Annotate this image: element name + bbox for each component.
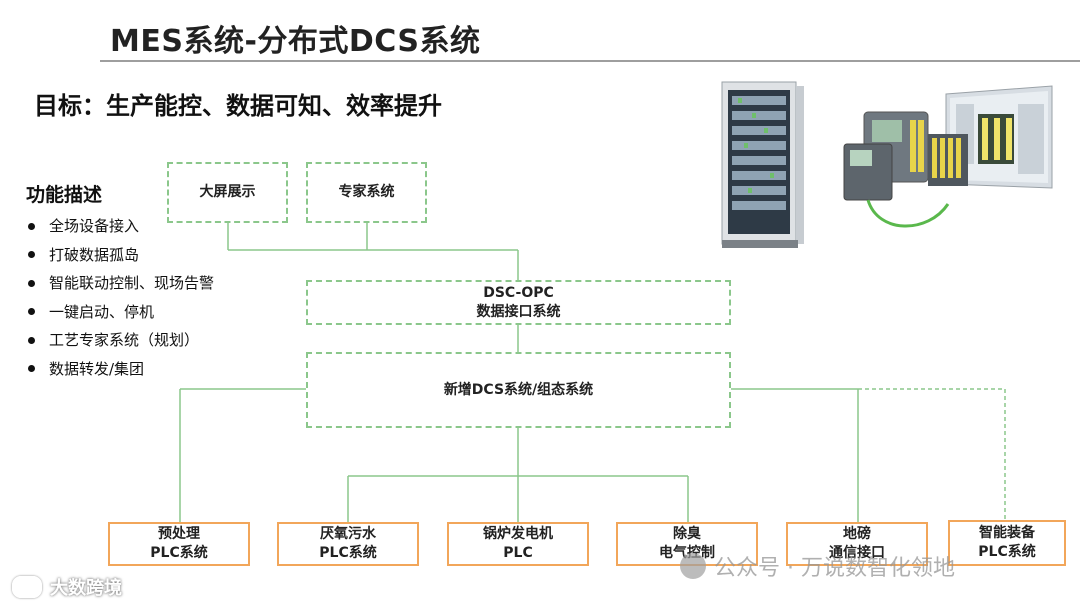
bullet-icon — [28, 251, 35, 259]
feature-item: 工艺专家系统（规划） — [24, 326, 214, 355]
bullet-icon — [28, 222, 35, 230]
watermark-brand: 大数跨境 — [12, 574, 122, 600]
box-label-line2: PLC — [503, 545, 533, 561]
control-cabinet-image — [721, 81, 804, 248]
feature-item: 打破数据孤岛 — [24, 241, 214, 270]
plc-hmi-image — [843, 85, 1053, 228]
watermark-text: 大数跨境 — [50, 578, 122, 599]
features-list: 全场设备接入 打破数据孤岛 智能联动控制、现场告警 一键启动、停机 工艺专家系统… — [24, 212, 214, 383]
box-label-line1: 厌氧污水 — [320, 526, 376, 542]
box-label: 专家系统 — [338, 184, 395, 200]
box-big-screen: 大屏展示 — [167, 162, 288, 223]
bullet-icon — [28, 279, 35, 287]
box-label-line2: 通信接口 — [829, 545, 885, 561]
bullet-icon — [28, 308, 35, 316]
watermark-text: 公众号 · 万说数智化领地 — [714, 556, 955, 581]
bullet-icon — [28, 336, 35, 344]
brand-logo-icon — [12, 576, 42, 598]
feature-item: 数据转发/集团 — [24, 355, 214, 384]
feature-text: 全场设备接入 — [49, 217, 140, 235]
box-plc-weighbridge: 地磅 通信接口 — [786, 522, 928, 566]
features-heading: 功能描述 — [26, 184, 103, 206]
box-label-line1: DSC-OPC — [483, 284, 554, 301]
box-label-line2: PLC系统 — [150, 545, 208, 561]
feature-text: 一键启动、停机 — [49, 302, 155, 321]
watermark-official-account: 公众号 · 万说数智化领地 — [680, 550, 955, 582]
box-dcs-system: 新增DCS系统/组态系统 — [306, 352, 731, 428]
box-label-line2: PLC系统 — [978, 544, 1036, 560]
bullet-icon — [28, 365, 35, 373]
box-plc-anaerobic: 厌氧污水 PLC系统 — [277, 522, 419, 566]
box-label: 新增DCS系统/组态系统 — [443, 381, 594, 398]
feature-text: 智能联动控制、现场告警 — [49, 274, 215, 292]
box-label-line1: 地磅 — [843, 526, 871, 542]
box-label-line1: 智能装备 — [979, 525, 1035, 541]
box-plc-boiler: 锅炉发电机 PLC — [447, 522, 589, 566]
box-label: 大屏展示 — [199, 184, 256, 200]
box-label-line1: 锅炉发电机 — [483, 526, 553, 542]
feature-item: 智能联动控制、现场告警 — [24, 269, 214, 298]
box-label-line2: 数据接口系统 — [476, 303, 561, 320]
box-dsc-opc: DSC-OPC 数据接口系统 — [306, 280, 731, 325]
slide-title: MES系统-分布式DCS系统 — [110, 24, 481, 59]
box-plc-smart-equipment: 智能装备 PLC系统 — [948, 520, 1066, 566]
box-expert-system: 专家系统 — [306, 162, 427, 223]
box-label-line1: 除臭 — [673, 526, 701, 542]
box-plc-pretreatment: 预处理 PLC系统 — [108, 522, 250, 566]
title-divider — [100, 60, 1080, 62]
feature-text: 打破数据孤岛 — [49, 245, 140, 264]
box-label-line2: PLC系统 — [319, 545, 377, 561]
wechat-logo-icon — [680, 553, 706, 579]
feature-item: 全场设备接入 — [24, 212, 214, 241]
feature-item: 一键启动、停机 — [24, 298, 214, 327]
feature-text: 数据转发/集团 — [49, 359, 145, 378]
goal-statement: 目标：生产能控、数据可知、效率提升 — [34, 92, 442, 120]
box-label-line1: 预处理 — [158, 526, 200, 542]
feature-text: 工艺专家系统（规划） — [49, 331, 200, 349]
